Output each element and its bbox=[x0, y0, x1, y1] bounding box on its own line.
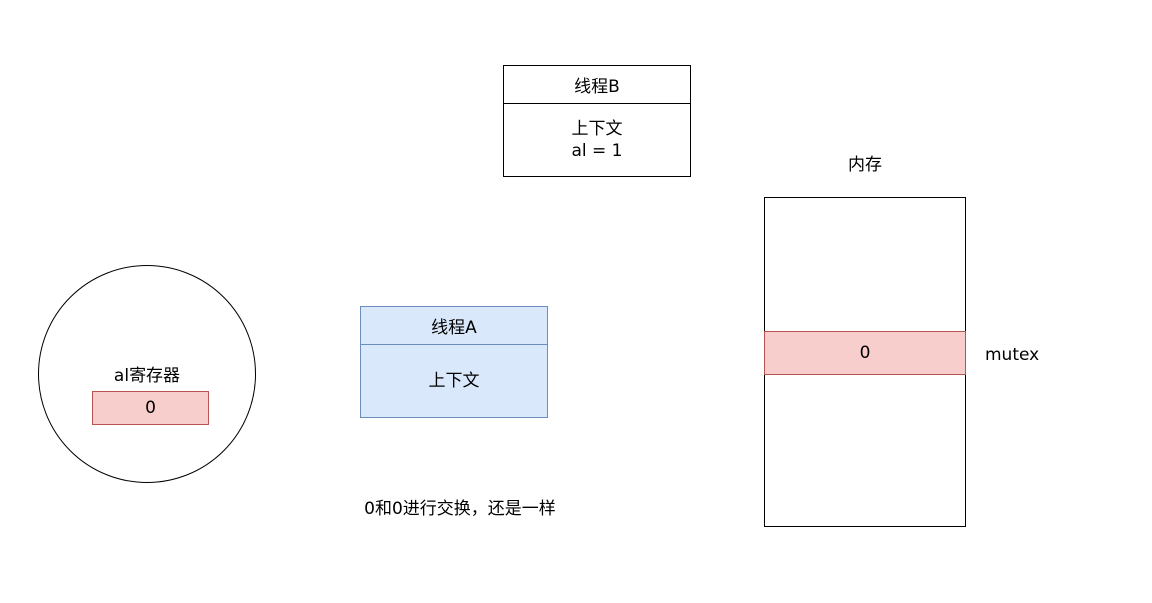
thread-a-title: 线程A bbox=[361, 307, 547, 345]
thread-b-context-value: al = 1 bbox=[571, 141, 623, 161]
register-value-cell: 0 bbox=[92, 391, 209, 425]
mutex-label: mutex bbox=[985, 345, 1040, 365]
swap-note: 0和0进行交换，还是一样 bbox=[364, 498, 556, 519]
thread-a-context-label: 上下文 bbox=[428, 371, 480, 391]
register-label: al寄存器 bbox=[113, 365, 181, 386]
memory-mutex-cell: 0 bbox=[764, 331, 966, 375]
memory-label: 内存 bbox=[848, 154, 882, 175]
thread-b-context-label: 上下文 bbox=[571, 119, 623, 139]
thread-b-title: 线程B bbox=[504, 66, 690, 104]
register-circle bbox=[38, 265, 256, 483]
thread-b-context: 上下文 al = 1 bbox=[504, 104, 690, 176]
thread-a-box: 线程A 上下文 bbox=[360, 306, 548, 418]
thread-b-box: 线程B 上下文 al = 1 bbox=[503, 65, 691, 177]
